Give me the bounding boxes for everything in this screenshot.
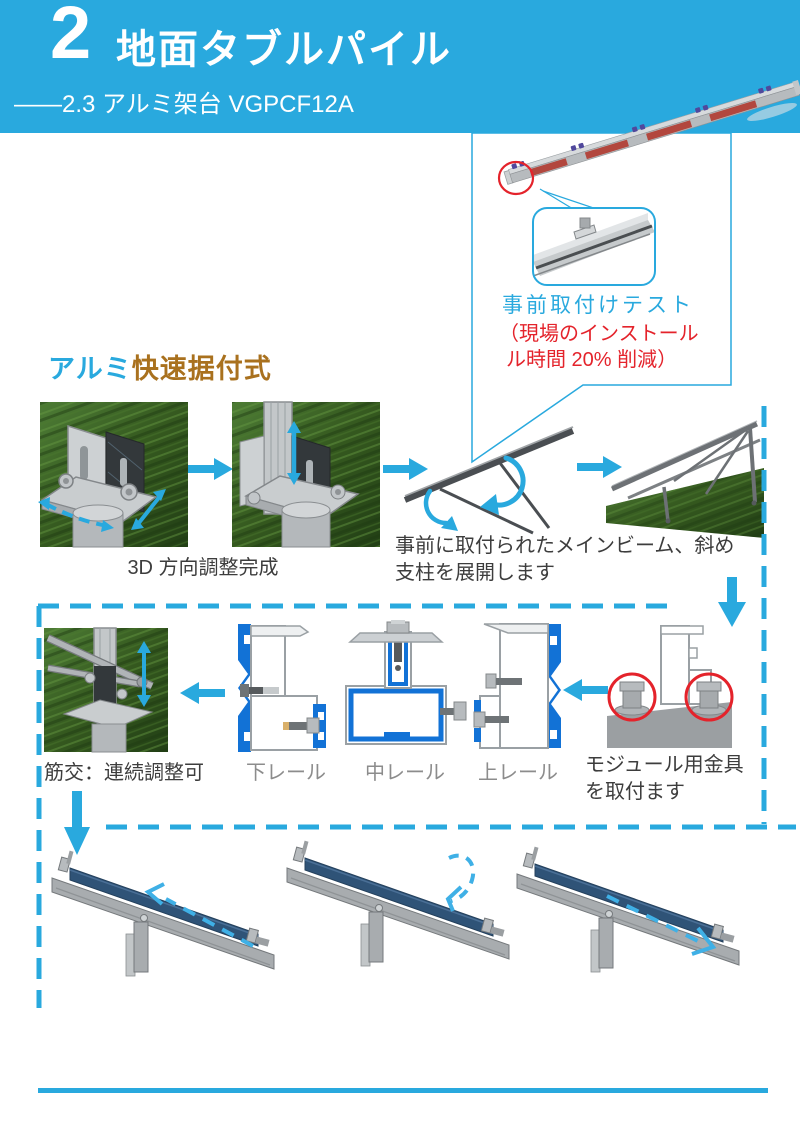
page-subtitle: ——2.3 アルミ架台 VGPCF12A — [14, 91, 354, 118]
page-title: 地面タブルパイル — [116, 28, 452, 72]
lower-rail-drawing — [238, 624, 326, 752]
highlight-circle-icon — [497, 160, 535, 196]
clamp-caption-line2: を取付ます — [585, 781, 685, 803]
deploy-caption-line2: 支柱を展開します — [395, 562, 555, 584]
highlight-circle-icon — [607, 672, 657, 722]
dashed-arrow-icon — [606, 894, 699, 943]
arrow-right-icon — [577, 456, 622, 478]
deploy-caption: 事前に取付られたメインビーム、斜め 支柱を展開します — [395, 533, 734, 587]
highlight-circle-icon — [684, 672, 734, 722]
footer-rule — [38, 1088, 768, 1093]
rail-detail-image — [532, 207, 656, 286]
rail-label-lower: 下レール — [246, 762, 326, 784]
middle-rail-drawing — [345, 620, 467, 745]
rail-label-middle: 中レール — [365, 762, 445, 784]
arrow-down-icon — [718, 577, 746, 627]
arrow-right-icon — [383, 458, 428, 480]
upper-rail-drawing — [473, 623, 561, 749]
post-height-photo — [232, 401, 380, 548]
section-heading-rest: 快速据付式 — [131, 354, 272, 384]
base-adjust-photo — [38, 402, 188, 548]
rotate-arrow-icon — [448, 853, 476, 903]
dashed-arrow-icon — [165, 897, 254, 948]
rail-bolts — [511, 85, 772, 170]
section-number: 2 — [50, 0, 92, 74]
deploy-caption-line1: 事前に取付られたメインビーム、斜め — [395, 535, 735, 557]
rotate-arrow-icon — [423, 488, 458, 531]
adjust-caption: 3D 方向調整完成 — [127, 557, 279, 579]
rail-product-image — [503, 79, 800, 185]
brace-caption: 筋交：連続調整可 — [44, 762, 204, 784]
arrow-left-icon — [180, 682, 225, 704]
module-slide-step-2 — [286, 839, 510, 967]
rail-label-upper: 上レール — [478, 762, 558, 784]
double-arrow-icon — [137, 641, 151, 707]
brace-adjust-photo — [44, 627, 168, 753]
module-slide-step-1 — [51, 849, 275, 977]
section-heading: アルミ快速据付式 — [48, 347, 272, 386]
diagonal-double-arrow-icon — [131, 489, 166, 530]
module-clamp-drawing — [607, 625, 734, 748]
arrow-right-icon — [188, 458, 233, 480]
pretest-note-line2: ル時間 20% 削減） — [506, 349, 678, 371]
header-band — [0, 0, 800, 133]
clamp-caption: モジュール用金具 を取付ます — [585, 752, 744, 806]
module-slide-step-3 — [516, 845, 740, 973]
rail-shadow — [747, 103, 797, 121]
arrow-down-icon — [64, 791, 90, 855]
section-heading-accent: アルミ — [48, 354, 132, 384]
rotate-arrow-icon — [38, 497, 114, 532]
pretest-title: 事前取付けテスト — [502, 294, 694, 317]
unfolded-frame-photo — [606, 420, 764, 538]
clamp-caption-line1: モジュール用金具 — [585, 754, 744, 776]
arrow-left-icon — [563, 679, 608, 701]
double-arrow-icon — [287, 421, 301, 485]
rotate-arrow-icon — [480, 455, 526, 515]
deploy-beam-drawing — [403, 426, 575, 535]
pretest-note-line1: （現場のインストール — [499, 323, 699, 345]
